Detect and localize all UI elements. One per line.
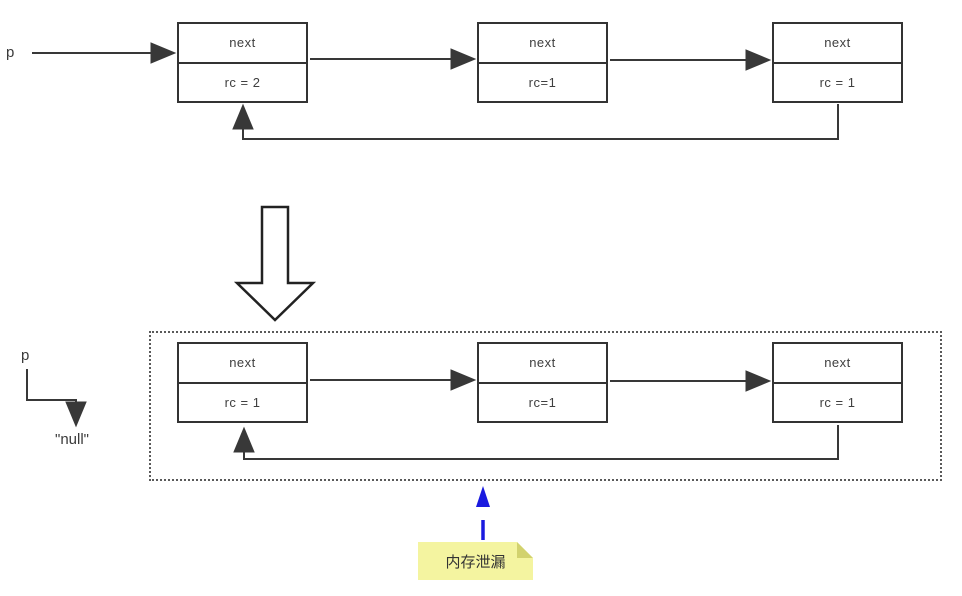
memory-leak-note: 内存泄漏 [418, 542, 533, 580]
null-label: "null" [55, 431, 89, 448]
node-refcount: rc=1 [528, 74, 557, 90]
node-before-3: next rc = 1 [772, 22, 903, 103]
node-next-field: next [479, 24, 606, 64]
pointer-p-null-arrow [26, 369, 87, 428]
node-refcount: rc = 1 [224, 394, 261, 410]
transition-arrow-icon [233, 205, 317, 322]
node-after-2: next rc=1 [477, 342, 608, 423]
leaked-memory-region-box [149, 331, 942, 481]
pointer-label-after: p [21, 347, 30, 364]
node-after-3: next rc = 1 [772, 342, 903, 423]
node-next-field: next [774, 24, 901, 64]
node-next-field: next [179, 344, 306, 384]
node-next-field: next [479, 344, 606, 384]
node-refcount: rc = 1 [819, 74, 856, 90]
sticky-note-fold-icon [517, 542, 533, 558]
node-refcount: rc = 1 [819, 394, 856, 410]
node-before-1: next rc = 2 [177, 22, 308, 103]
node-next-field: next [774, 344, 901, 384]
memory-leak-arrowhead-icon [476, 486, 490, 507]
pointer-label-before: p [6, 44, 15, 61]
loopback-arrow-bottom [233, 425, 839, 460]
node-refcount: rc = 2 [224, 74, 261, 90]
node-after-1: next rc = 1 [177, 342, 308, 423]
node-next-field: next [179, 24, 306, 64]
node-refcount: rc=1 [528, 394, 557, 410]
node-before-2: next rc=1 [477, 22, 608, 103]
loopback-arrow-top [232, 103, 839, 140]
